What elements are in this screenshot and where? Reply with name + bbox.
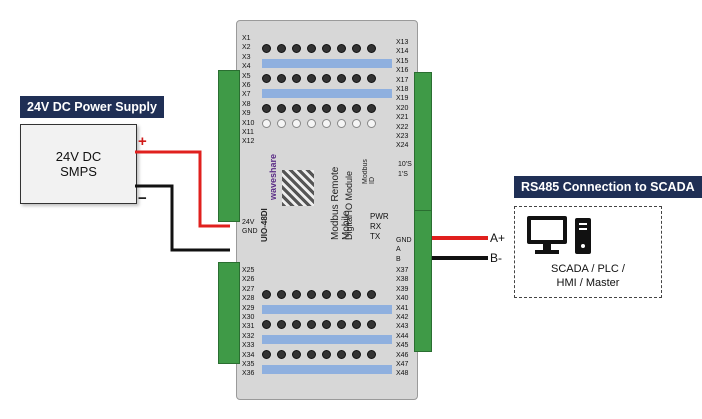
terminal-x15: X15: [396, 57, 409, 65]
terminal-x9: X9: [242, 110, 251, 118]
terminal-x47: X47: [396, 361, 409, 369]
address-switch-labels: 10'S 1'S: [398, 160, 412, 180]
qr-code: [282, 170, 314, 206]
terminal-a: A: [396, 246, 401, 254]
pwr-label: PWR: [370, 212, 389, 221]
terminal-x45: X45: [396, 342, 409, 350]
terminal-x41: X41: [396, 304, 409, 312]
ones-switch-label: 1'S: [398, 171, 408, 178]
minus-terminal-label: −: [138, 190, 147, 207]
right-terminal-block-top: [414, 72, 432, 224]
module-title-2: Digital IO Module: [344, 170, 354, 240]
scada-title: RS485 Connection to SCADA: [514, 176, 702, 198]
scada-label-line2: HMI / Master: [556, 277, 620, 289]
terminal-x30: X30: [242, 314, 255, 322]
terminal-x8: X8: [242, 100, 251, 108]
computer-icon: [527, 216, 591, 254]
rx-label: RX: [370, 222, 382, 231]
terminal-x35: X35: [242, 361, 255, 369]
terminal-24v: 24V: [242, 219, 255, 226]
module-center-panel: waveshare UIO-48DI Modbus Remote Mobile …: [258, 153, 398, 242]
right-terminal-block-bottom: [414, 210, 432, 352]
scada-label-line1: SCADA / PLC /: [551, 263, 625, 275]
led-panel-bottom: [262, 290, 392, 374]
terminal-x22: X22: [396, 123, 409, 131]
wiring-diagram: [135, 150, 488, 260]
terminal-x29: X29: [242, 304, 255, 312]
terminal-x36: X36: [242, 370, 255, 378]
terminal-x42: X42: [396, 314, 409, 322]
power-negative-wire: [135, 184, 230, 252]
terminal-x4: X4: [242, 63, 251, 71]
status-leds: Modbus ID: [362, 159, 388, 184]
terminal-x23: X23: [396, 133, 409, 141]
terminal-x38: X38: [396, 276, 409, 284]
terminal-x39: X39: [396, 285, 409, 293]
left-terminal-labels-top: X1 X2 X3 X4 X5 X6 X7 X8 X9 X10 X11 X12: [242, 34, 256, 147]
smps-label-line2: SMPS: [60, 164, 97, 179]
tx-label: TX: [370, 232, 381, 241]
terminal-x18: X18: [396, 86, 409, 94]
terminal-gnd-power: GND: [242, 228, 258, 236]
terminal-x14: X14: [396, 48, 409, 56]
b-minus-label: B-: [490, 251, 502, 265]
scada-device-label: SCADA / PLC / HMI / Master: [516, 262, 660, 290]
left-terminal-labels-bottom: X25 X26 X27 X28 X29 X30 X31 X32 X33 X34 …: [242, 266, 254, 379]
terminal-x11: X11: [242, 129, 254, 137]
terminal-x31: X31: [242, 323, 255, 331]
model-label: UIO-48DI: [260, 208, 269, 242]
terminal-x44: X44: [396, 332, 409, 340]
terminal-x46: X46: [396, 351, 409, 359]
terminal-x3: X3: [242, 53, 251, 61]
terminal-x12: X12: [242, 138, 255, 146]
terminal-x37: X37: [396, 267, 409, 274]
left-terminal-block-bottom: [218, 262, 240, 364]
terminal-x13: X13: [396, 39, 409, 46]
plus-terminal-label: +: [138, 133, 147, 150]
power-positive-wire: [135, 150, 230, 228]
terminal-x25: X25: [242, 267, 255, 274]
a-plus-label: A+: [490, 231, 506, 245]
terminal-x2: X2: [242, 44, 251, 52]
terminal-x28: X28: [242, 295, 255, 303]
terminal-x40: X40: [396, 295, 409, 303]
modbus-id-label: Modbus ID: [362, 159, 376, 184]
terminal-x1: X1: [242, 35, 251, 42]
terminal-x20: X20: [396, 104, 409, 112]
terminal-x48: X48: [396, 370, 409, 378]
terminal-x7: X7: [242, 91, 251, 99]
status-indicator-labels: PWR RX TX: [370, 212, 389, 242]
terminal-x16: X16: [396, 67, 409, 75]
terminal-x33: X33: [242, 342, 255, 350]
terminal-x17: X17: [396, 76, 409, 84]
terminal-x21: X21: [396, 114, 409, 122]
smps-label-line1: 24V DC: [55, 149, 102, 164]
terminal-x43: X43: [396, 323, 409, 331]
right-terminal-labels-top: X13 X14 X15 X16 X17 X18 X19 X20 X21 X22 …: [396, 38, 412, 151]
power-supply-title: 24V DC Power Supply: [20, 96, 164, 118]
brand-label: waveshare: [268, 153, 278, 200]
smps-box: 24V DC SMPS: [20, 124, 137, 204]
terminal-x19: X19: [396, 95, 409, 103]
terminal-x10: X10: [242, 119, 255, 127]
tens-switch-label: 10'S: [398, 161, 412, 168]
left-terminal-block-top: [218, 70, 240, 222]
led-panel-top: [262, 44, 392, 128]
right-terminal-labels-bottom: X37 X38 X39 X40 X41 X42 X43 X44 X45 X46 …: [396, 266, 408, 379]
terminal-x32: X32: [242, 332, 255, 340]
terminal-x6: X6: [242, 82, 251, 90]
terminal-x27: X27: [242, 285, 255, 293]
terminal-x5: X5: [242, 72, 251, 80]
terminal-x34: X34: [242, 351, 255, 359]
terminal-gnd-rs485: GND: [396, 237, 412, 244]
power-terminal-labels: 24V GND: [242, 218, 258, 237]
terminal-b: B: [396, 255, 401, 263]
rs485-terminal-labels: GND A B: [396, 236, 412, 264]
terminal-x24: X24: [396, 142, 409, 150]
terminal-x26: X26: [242, 276, 255, 284]
